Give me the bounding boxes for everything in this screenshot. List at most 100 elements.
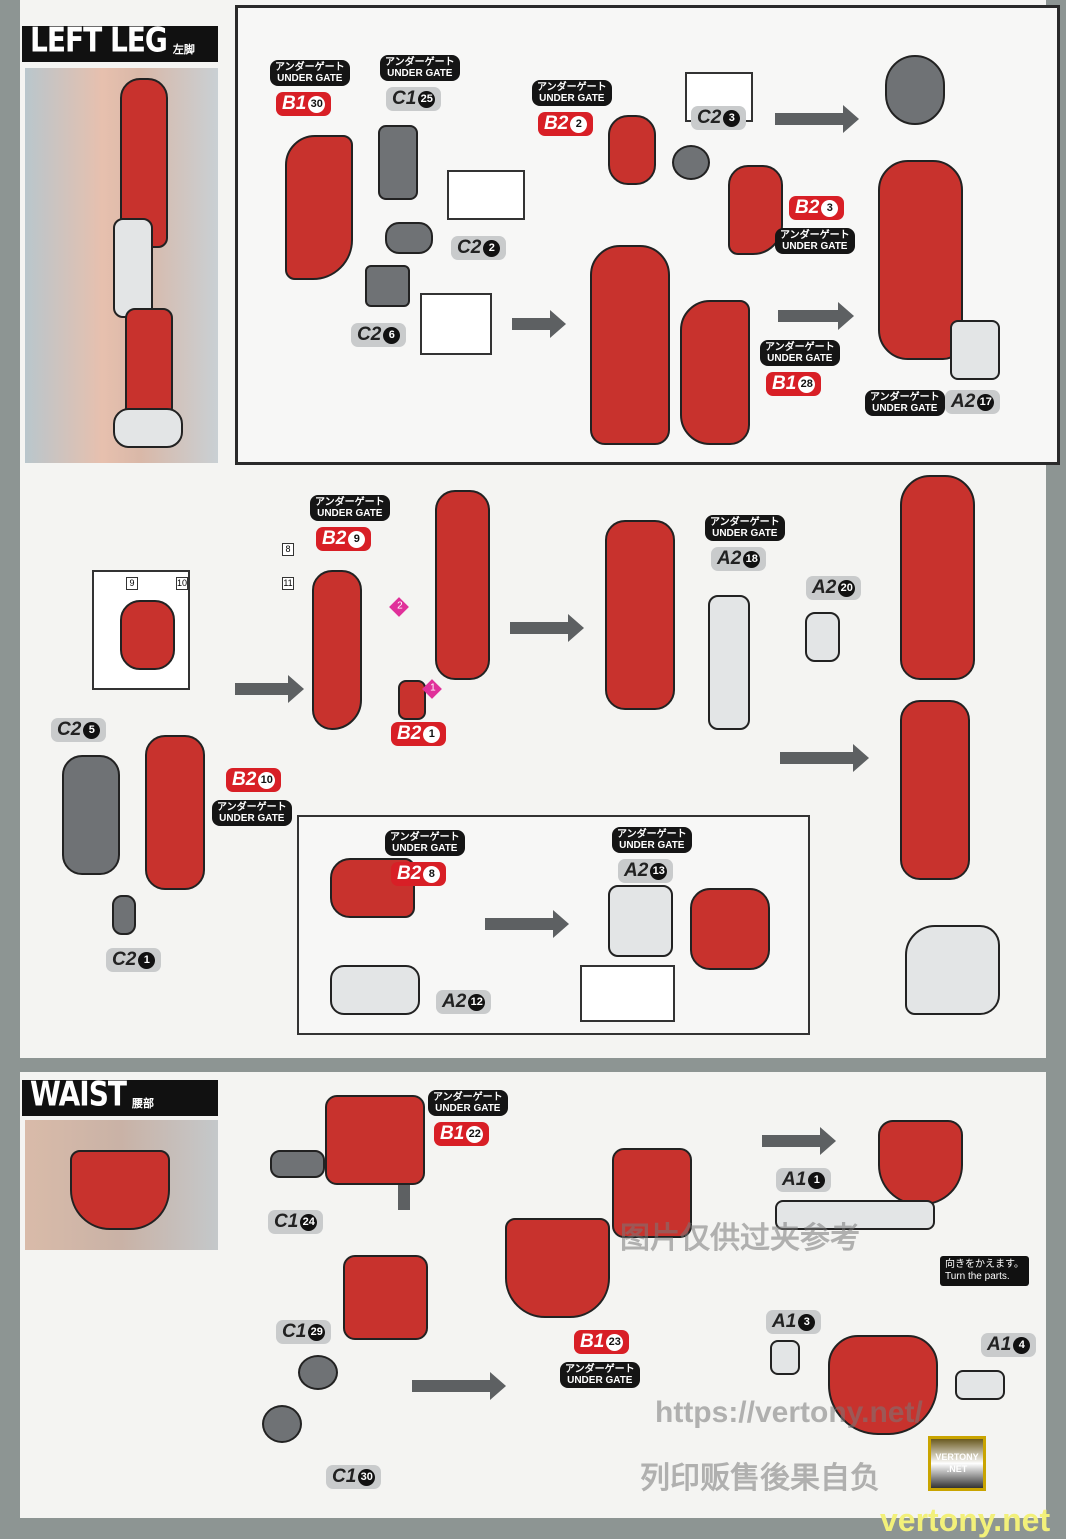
part-runner: B1 bbox=[772, 373, 797, 394]
watermark-cn: 图片仅供过夹参考 bbox=[620, 1222, 860, 1255]
part-waist-mid bbox=[343, 1255, 428, 1340]
part-leg-lower-right bbox=[900, 700, 970, 880]
part-runner: C1 bbox=[282, 1321, 307, 1342]
sticker-number: 10 bbox=[176, 577, 188, 590]
part-number: 18 bbox=[743, 550, 761, 568]
part-b1-22 bbox=[325, 1095, 425, 1185]
leg-foot bbox=[113, 408, 183, 448]
part-number: 29 bbox=[308, 1323, 326, 1341]
part-a2-12 bbox=[330, 965, 420, 1015]
turn-parts-note: 向きをかえます。 Turn the parts. bbox=[940, 1256, 1029, 1286]
part-runner: B2 bbox=[397, 863, 422, 884]
part-number: 2 bbox=[483, 239, 501, 257]
part-a1-1 bbox=[775, 1200, 935, 1230]
part-number: 25 bbox=[418, 90, 436, 108]
part-shin-inner bbox=[435, 490, 490, 680]
sticker-number: 11 bbox=[282, 577, 294, 590]
section-title-jp: 左脚 bbox=[172, 43, 195, 56]
under-gate-en: UNDER GATE bbox=[619, 840, 685, 851]
section-title-jp: 腰部 bbox=[131, 1097, 154, 1110]
part-waist-final bbox=[828, 1335, 938, 1435]
part-runner: B1 bbox=[282, 93, 307, 114]
part-knee-top bbox=[120, 600, 175, 670]
under-gate-jp: アンダーゲート bbox=[565, 1364, 635, 1375]
part-number: 24 bbox=[300, 1213, 318, 1231]
arrow-right bbox=[510, 614, 584, 642]
under-gate-jp: アンダーゲート bbox=[617, 829, 687, 840]
arrow-right bbox=[512, 310, 566, 338]
part-upper-leg-inner bbox=[590, 245, 670, 445]
under-gate-jp: アンダーゲート bbox=[390, 832, 460, 843]
part-runner: B1 bbox=[580, 1331, 605, 1352]
under-gate-jp: アンダーゲート bbox=[765, 342, 835, 353]
part-a2-18 bbox=[708, 595, 750, 730]
part-number: 17 bbox=[977, 393, 995, 411]
part-b2-2 bbox=[608, 115, 656, 185]
part-number: 12 bbox=[468, 993, 486, 1011]
leg-knee bbox=[113, 218, 153, 318]
under-gate-jp: アンダーゲート bbox=[385, 57, 455, 68]
part-runner: B2 bbox=[544, 113, 569, 134]
part-number: 20 bbox=[838, 579, 856, 597]
under-gate-en: UNDER GATE bbox=[767, 353, 833, 364]
turn-note-en: Turn the parts. bbox=[945, 1271, 1010, 1282]
under-gate-jp: アンダーゲート bbox=[217, 802, 287, 813]
waist-part bbox=[70, 1150, 170, 1230]
part-number: 3 bbox=[798, 1313, 816, 1331]
part-number: 22 bbox=[466, 1125, 484, 1143]
part-number: 3 bbox=[821, 199, 839, 217]
part-c2-2 bbox=[385, 222, 433, 254]
part-c2-3 bbox=[672, 145, 710, 180]
under-gate-jp: アンダーゲート bbox=[870, 392, 940, 403]
part-shin-assembled bbox=[605, 520, 675, 710]
sticker-number: 9 bbox=[126, 577, 138, 590]
watermark-url: https://vertony.net/ bbox=[655, 1396, 923, 1429]
leg-reference-image bbox=[25, 68, 218, 463]
section-title: WAIST bbox=[30, 1074, 127, 1114]
part-number: 30 bbox=[308, 95, 326, 113]
part-runner: C2 bbox=[457, 237, 482, 258]
gate-detail-box-3 bbox=[580, 965, 675, 1022]
vertony-logo: VERTONY .NET bbox=[928, 1436, 986, 1491]
under-gate-en: UNDER GATE bbox=[567, 1375, 633, 1386]
under-gate-en: UNDER GATE bbox=[872, 403, 938, 414]
part-c1-29 bbox=[298, 1355, 338, 1390]
step-number: 2 bbox=[397, 600, 403, 612]
part-number: 5 bbox=[83, 721, 101, 739]
turn-note-jp: 向きをかえます。 bbox=[945, 1259, 1024, 1270]
part-number: 1 bbox=[423, 725, 441, 743]
part-foot-assembled bbox=[690, 888, 770, 970]
arrow-right bbox=[412, 1372, 506, 1400]
under-gate-en: UNDER GATE bbox=[219, 813, 285, 824]
part-number: 1 bbox=[808, 1171, 826, 1189]
part-c2-6 bbox=[365, 265, 410, 307]
gate-detail-box-2 bbox=[420, 293, 492, 355]
under-gate-en: UNDER GATE bbox=[392, 843, 458, 854]
under-gate-jp: アンダーゲート bbox=[315, 497, 385, 508]
part-number: 30 bbox=[358, 1468, 376, 1486]
part-a1-3 bbox=[770, 1340, 800, 1375]
part-runner: C1 bbox=[274, 1211, 299, 1232]
part-a2-13 bbox=[608, 885, 673, 957]
part-b2-10 bbox=[145, 735, 205, 890]
